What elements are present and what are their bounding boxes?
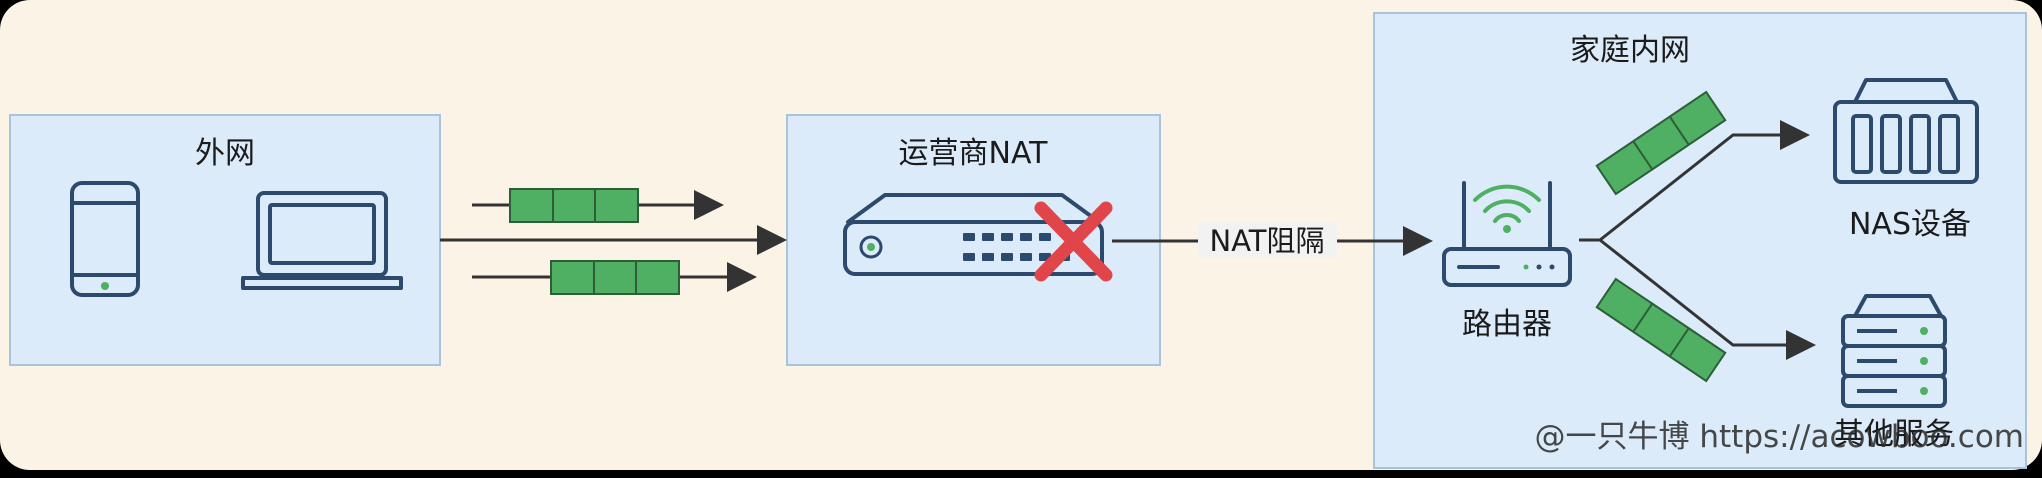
nat-blocked-x-icon <box>1034 201 1113 282</box>
wifi-icon <box>1473 184 1541 233</box>
laptop-icon <box>241 191 403 290</box>
isp-switch-icon <box>843 193 1104 276</box>
zone-outer-label: 外网 <box>195 136 255 171</box>
data-packet-upper <box>509 188 639 223</box>
data-packet-to-nas <box>1595 90 1727 196</box>
phone-icon <box>70 181 140 297</box>
router-device: 路由器 <box>1442 181 1572 342</box>
zone-outer-network: 外网 <box>9 114 441 366</box>
zone-home-label: 家庭内网 <box>1570 33 1690 68</box>
outer-to-isp-flows <box>440 188 787 295</box>
zone-home-network: 家庭内网 <box>1373 12 2027 469</box>
server-label: 其他服务 <box>1834 417 1954 452</box>
server-device: 其他服务 <box>1834 294 1954 452</box>
nat-block-link: NAT阻隔 <box>1112 222 1433 258</box>
watermark-text: @一只牛博 https://acowboo.com <box>1535 419 2024 455</box>
nas-device: NAS设备 <box>1833 78 1979 242</box>
nat-block-label: NAT阻隔 <box>1210 224 1325 258</box>
router-to-devices-flows <box>1579 90 1816 383</box>
data-packet-to-server <box>1595 277 1727 383</box>
server-stack-icon <box>1841 294 1947 408</box>
nas-icon <box>1833 78 1979 184</box>
nas-label: NAS设备 <box>1849 207 1971 242</box>
router-label: 路由器 <box>1462 307 1552 342</box>
zone-isp-label: 运营商NAT <box>899 136 1049 171</box>
router-icon <box>1442 181 1572 287</box>
data-packet-lower <box>550 260 680 295</box>
zone-isp-nat: 运营商NAT <box>786 114 1161 366</box>
